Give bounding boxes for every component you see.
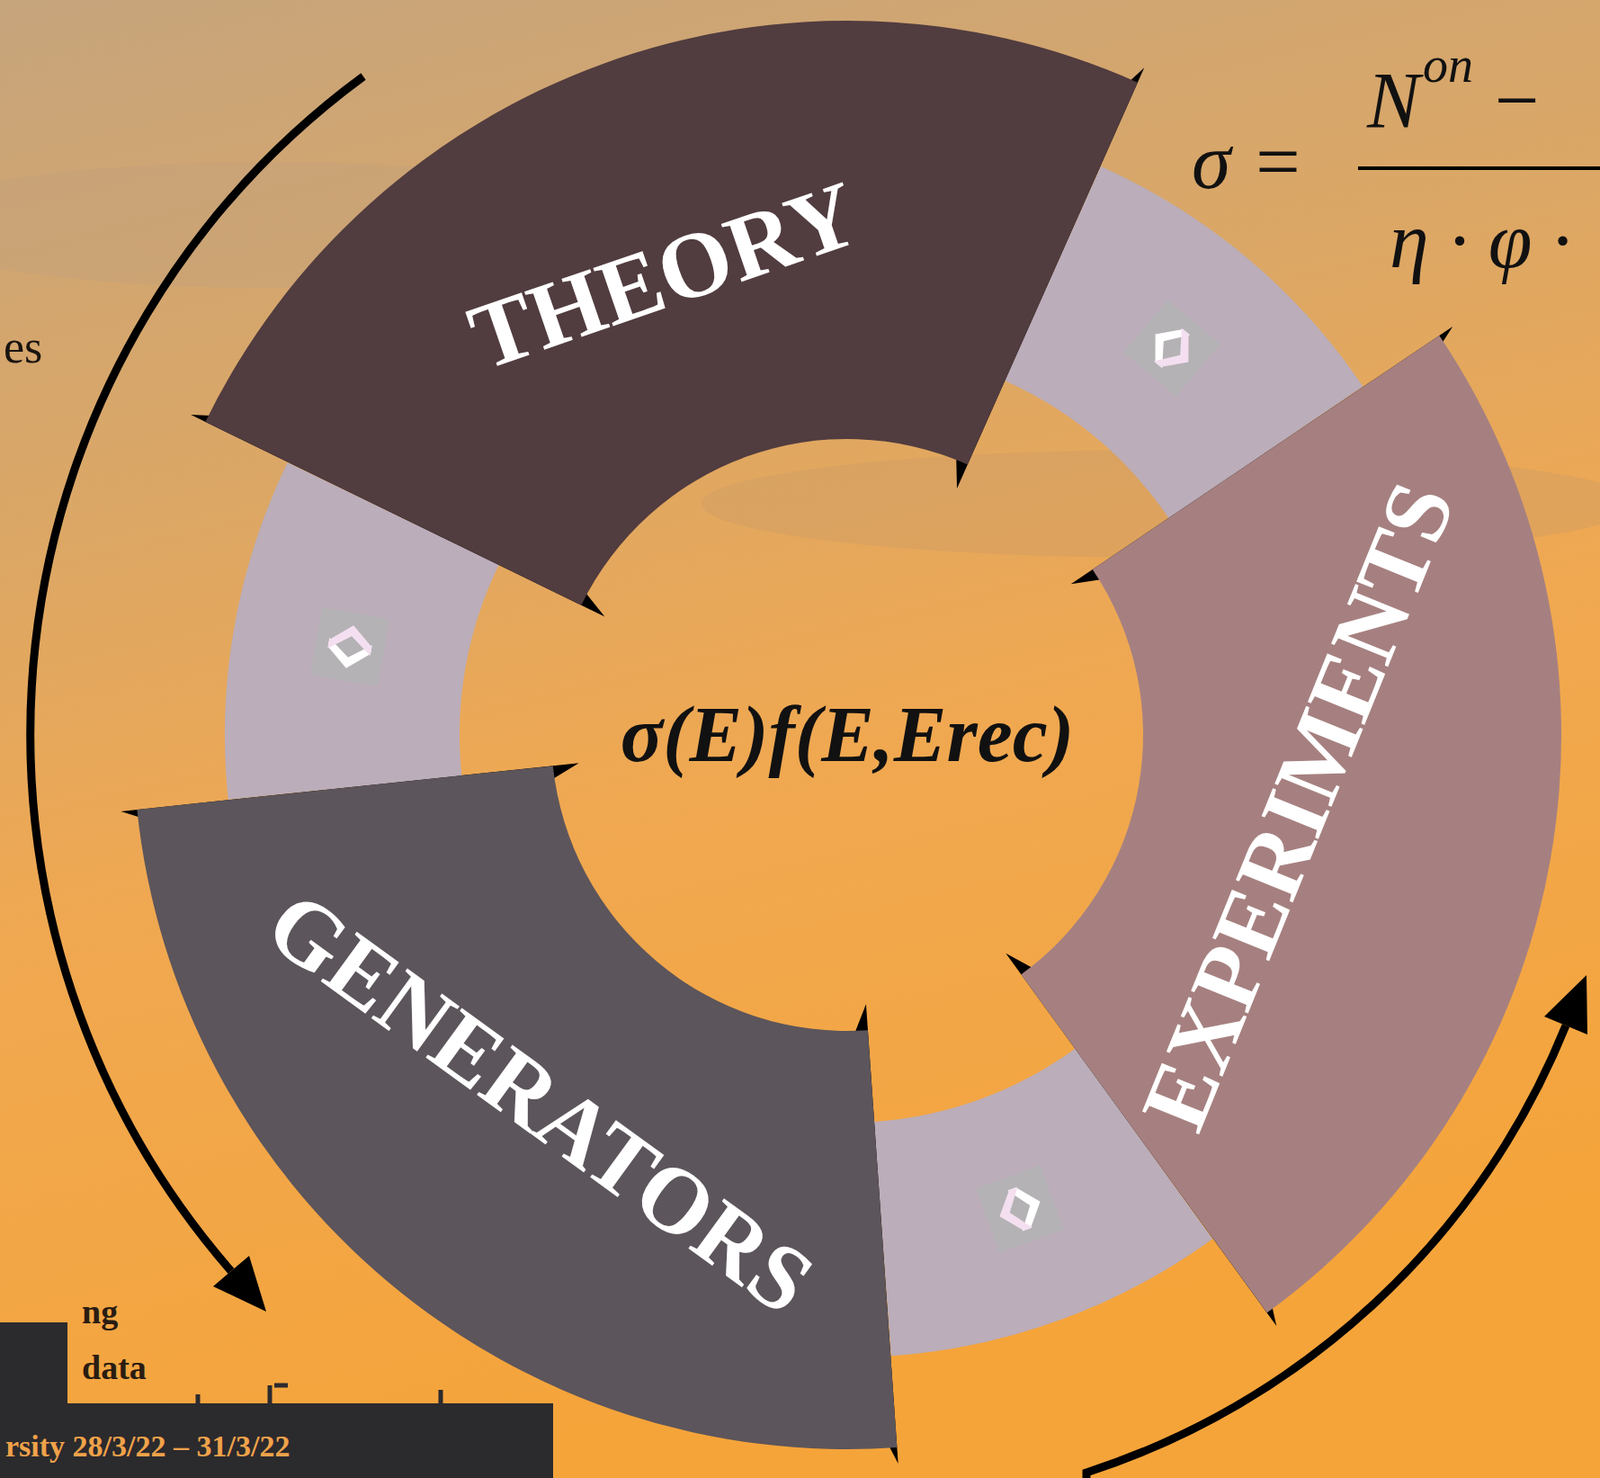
roof-detail [197, 1385, 441, 1404]
cycle-icon [310, 607, 390, 687]
icon-chevron [1153, 328, 1203, 379]
formula-part: σ = [1191, 122, 1305, 202]
partial-text: data [81, 1349, 147, 1385]
center-formula: σ(E)f(E,Erec) [620, 695, 1074, 775]
fraction-bar [1358, 166, 1600, 170]
icon-square [1123, 299, 1220, 396]
formula-part: η · φ · [1389, 201, 1572, 281]
segment-fill [205, 20, 1138, 606]
partial-text: ng [81, 1294, 118, 1329]
cycle-icon [1123, 299, 1220, 396]
icon-chevron [327, 621, 375, 656]
flow-arrow-head [213, 1255, 267, 1312]
partial-text: es [3, 323, 43, 371]
cycle-segment: THEORY [205, 20, 1138, 606]
formula-part: N [1367, 61, 1421, 141]
date-line: rsity 28/3/22 – 31/3/22 [5, 1430, 290, 1462]
cycle-segment: EXPERIMENTS [1020, 335, 1562, 1314]
formula-superscript: on [1422, 39, 1474, 90]
cycle-segment: GENERATORS [136, 765, 898, 1449]
segment-fill [1020, 335, 1562, 1313]
building-silhouette [0, 1322, 554, 1478]
segment-fill [136, 765, 897, 1449]
cycle-icon [975, 1164, 1064, 1252]
icon-chevron [992, 1186, 1033, 1236]
flow-arrow-head [1544, 974, 1588, 1035]
icon-square [310, 607, 390, 687]
cycle-connector [1052, 273, 1266, 453]
icon-square [975, 1164, 1064, 1252]
formula-part: − [1494, 61, 1540, 141]
